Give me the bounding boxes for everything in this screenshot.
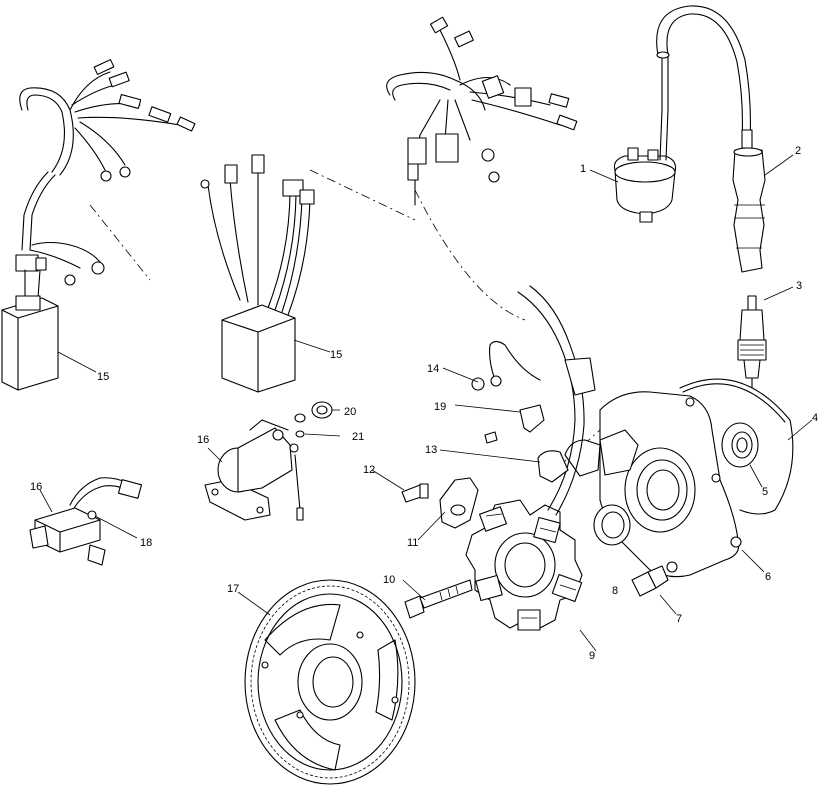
callout-7: 7 <box>676 613 682 625</box>
screw-12 <box>401 483 429 503</box>
callout-5: 5 <box>762 486 768 498</box>
ignition-coil <box>613 54 677 223</box>
stator <box>465 499 583 631</box>
plug-cap-lead <box>656 5 766 273</box>
leader-lines <box>39 154 813 652</box>
callout-9: 9 <box>589 650 595 662</box>
callout-8: 8 <box>612 585 618 597</box>
callout-17: 17 <box>227 583 239 595</box>
callout-2: 2 <box>795 145 801 157</box>
spark-plug <box>737 295 767 389</box>
callout-16-lower: 16 <box>30 481 42 493</box>
callout-10: 10 <box>383 574 395 586</box>
bolt-10 <box>404 579 473 619</box>
callout-3: 3 <box>796 280 802 292</box>
callout-labels: 1 2 3 4 5 6 7 8 9 10 11 12 13 14 15 15 1… <box>30 145 818 662</box>
o-ring <box>679 378 794 515</box>
callout-18: 18 <box>140 537 152 549</box>
phantom-lines <box>89 169 601 471</box>
callout-6: 6 <box>765 571 771 583</box>
cdi-box-middle <box>200 154 315 393</box>
bolt-8 <box>631 565 669 597</box>
callout-4: 4 <box>812 412 818 424</box>
callout-16-upper: 16 <box>197 434 209 446</box>
callout-12: 12 <box>363 464 375 476</box>
callout-15-left: 15 <box>97 371 109 383</box>
oil-seal <box>721 422 759 468</box>
screw-14 <box>471 340 541 444</box>
callout-15-middle: 15 <box>330 349 342 361</box>
wire-clamp <box>439 450 569 529</box>
stator-lead <box>517 285 596 516</box>
callout-13: 13 <box>425 444 437 456</box>
callout-19: 19 <box>434 401 446 413</box>
callout-11: 11 <box>407 537 418 549</box>
starter-solenoid <box>204 401 333 521</box>
left-wire-harness <box>15 59 196 299</box>
stator-seal <box>593 504 631 546</box>
callout-20: 20 <box>344 406 356 418</box>
callout-21: 21 <box>352 431 364 443</box>
cdi-box-left <box>1 295 59 391</box>
center-wire-harness <box>386 16 578 206</box>
stator-plate <box>564 391 742 578</box>
flywheel <box>244 579 416 785</box>
callout-1: 1 <box>580 163 586 175</box>
bracket-19 <box>519 404 545 433</box>
callout-14: 14 <box>427 363 439 375</box>
relay-lower <box>29 477 143 566</box>
